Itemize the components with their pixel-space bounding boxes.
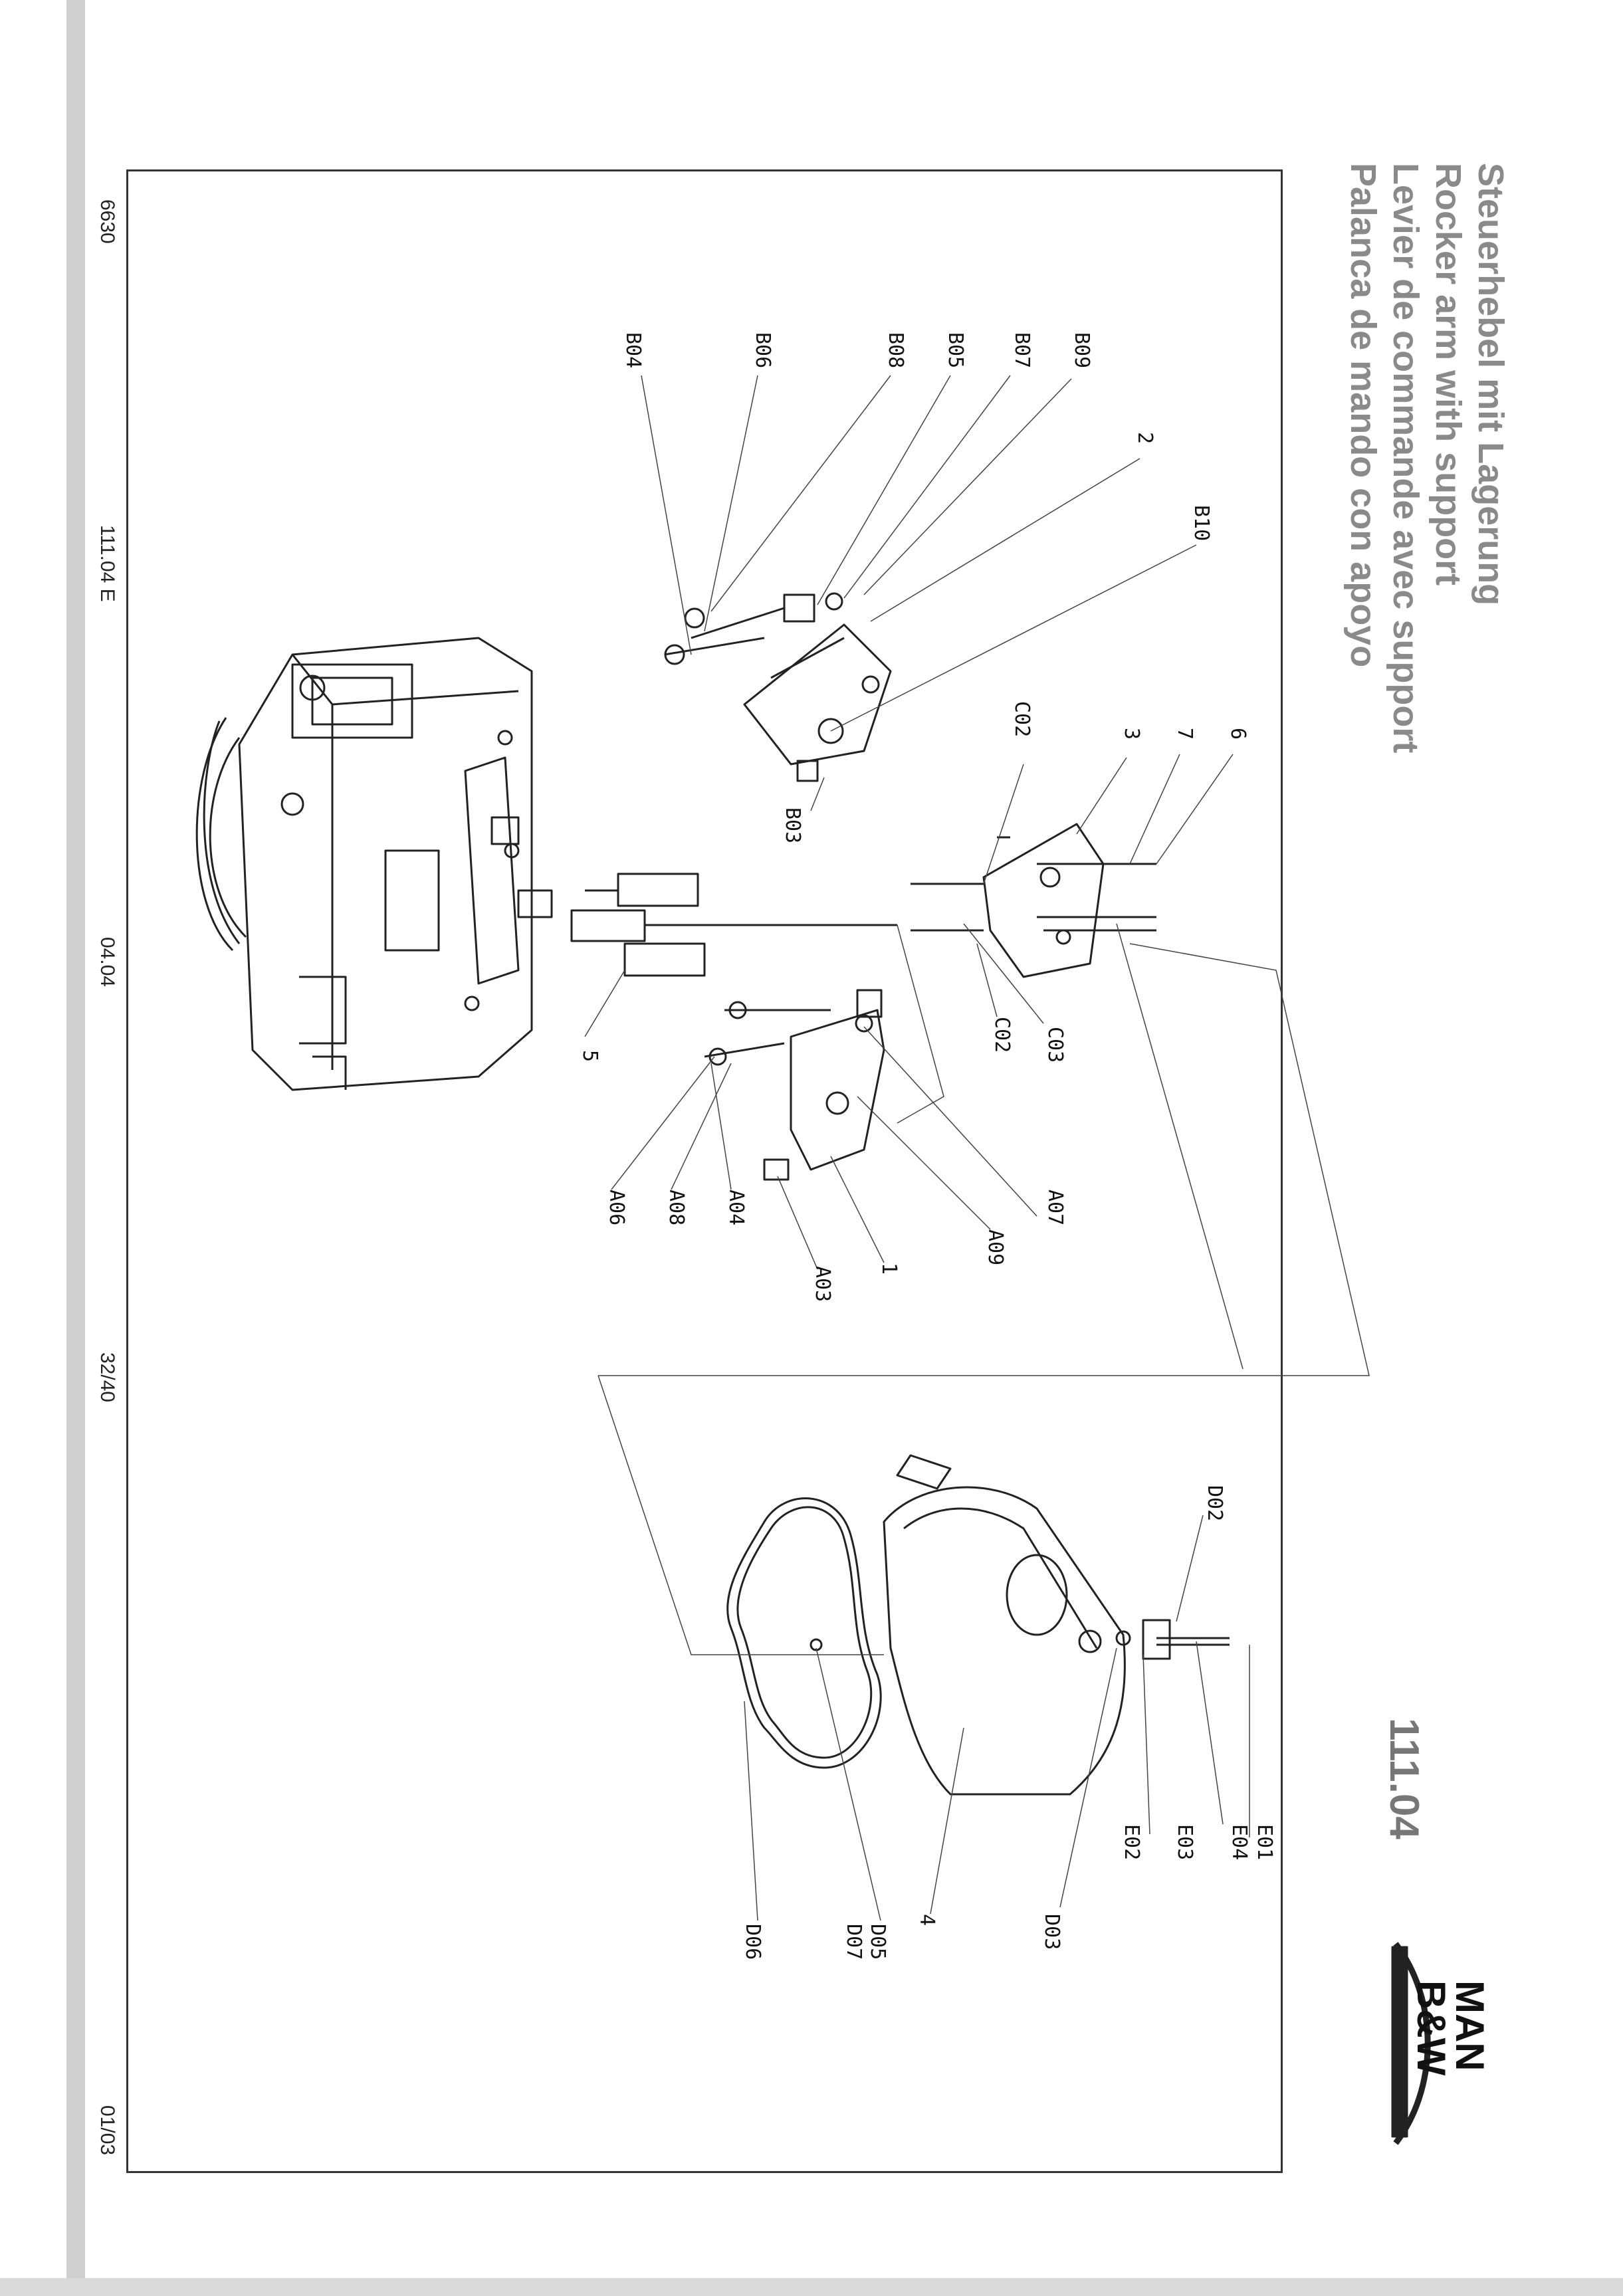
- label-e01: E01: [1253, 1824, 1276, 1861]
- logo-line-1: MAN: [1448, 1980, 1492, 2071]
- label-2: 2: [1133, 432, 1156, 445]
- label-b03: B03: [781, 807, 804, 844]
- label-1: 1: [877, 1263, 901, 1275]
- label-b09: B09: [1070, 332, 1093, 369]
- label-a09: A09: [984, 1229, 1007, 1266]
- rocker-arm-upper: [664, 592, 892, 782]
- label-4: 4: [915, 1914, 938, 1927]
- rocker-arm-lower: [704, 989, 885, 1181]
- scan-margin-bottom: [0, 2278, 1623, 2296]
- scan-margin-left: [66, 0, 85, 2296]
- cylinder-head: [195, 637, 553, 1091]
- cover-screw: [1115, 1619, 1230, 1660]
- label-b10: B10: [1190, 505, 1213, 542]
- cover-gasket: [726, 1497, 882, 1769]
- label-c03: C03: [1043, 1027, 1067, 1063]
- label-d06: D06: [741, 1924, 764, 1960]
- man-bw-logo-text: MAN B&W: [1409, 1980, 1492, 2076]
- label-b04: B04: [621, 332, 645, 369]
- assembly-line-3: [897, 924, 944, 1124]
- label-d05: D05: [866, 1924, 889, 1960]
- label-d03: D03: [1040, 1914, 1063, 1950]
- label-5: 5: [578, 1050, 601, 1063]
- assembly-line-2: [597, 1375, 884, 1655]
- label-b06: B06: [751, 332, 774, 369]
- label-b05: B05: [944, 332, 967, 369]
- label-a07: A07: [1043, 1190, 1067, 1226]
- label-c02-lower: C02: [990, 1017, 1014, 1053]
- man-bw-logo: [1391, 1942, 1431, 2145]
- logo-line-2: B&W: [1409, 1980, 1454, 2076]
- label-a04: A04: [724, 1190, 748, 1226]
- assembly-line-1: [598, 943, 1370, 1376]
- label-3: 3: [1120, 728, 1143, 740]
- label-a03: A03: [811, 1266, 834, 1303]
- label-e04: E04: [1228, 1824, 1251, 1861]
- assembly-line-4: [1116, 923, 1244, 1370]
- label-e03: E03: [1173, 1824, 1196, 1861]
- rocker-cover: [883, 1454, 1126, 1796]
- label-c02-upper: C02: [1010, 701, 1033, 738]
- push-rods: [570, 873, 897, 977]
- rocker-support: [911, 823, 1156, 978]
- label-a06: A06: [605, 1190, 628, 1226]
- label-e02: E02: [1120, 1824, 1143, 1861]
- label-a08: A08: [665, 1190, 688, 1226]
- label-d07: D07: [842, 1924, 865, 1960]
- label-d02: D02: [1203, 1485, 1226, 1522]
- label-b08: B08: [884, 332, 907, 369]
- label-b07: B07: [1010, 332, 1033, 369]
- drawing-frame: [126, 169, 1283, 2173]
- label-6: 6: [1226, 728, 1249, 740]
- label-7: 7: [1173, 728, 1196, 740]
